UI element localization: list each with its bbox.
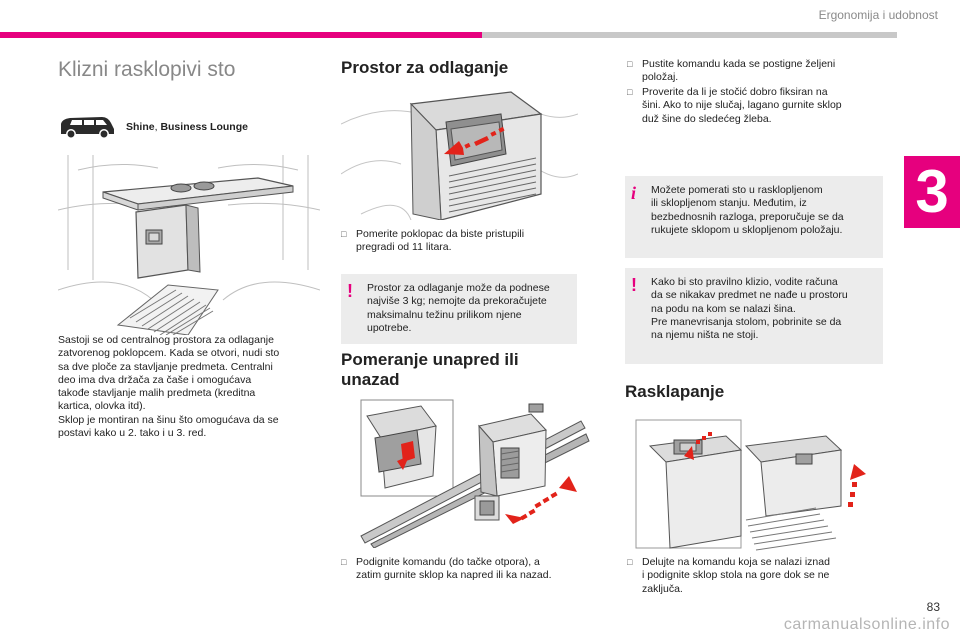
exclamation-icon: !: [347, 281, 353, 301]
van-silhouette-icon: [61, 117, 114, 139]
square-bullet-icon: □: [341, 229, 347, 239]
moving-instruction: □ Podignite komandu (do tačke otpora), a…: [341, 556, 552, 582]
section-title: Ergonomija i udobnost: [818, 8, 938, 22]
model-names: Shine, Business Lounge: [126, 121, 248, 133]
slide-mechanism-illustration: [341, 396, 591, 548]
storage-heading: Prostor za odlaganje: [341, 58, 509, 77]
watermark: carmanualsonline.info: [783, 616, 950, 633]
chapter-number: 3: [904, 156, 960, 228]
rail-warning-box: ! Kako bi sto pravilno klizio, vodite ra…: [625, 268, 883, 364]
storage-compartment-illustration: [341, 84, 578, 220]
storage-instruction: □ Pomerite poklopac da biste pristupili …: [341, 228, 525, 254]
exclamation-icon: !: [631, 275, 637, 295]
header-accent-bar: [0, 32, 482, 38]
release-instruction: □ Pustite komandu kada se postigne želje…: [627, 58, 836, 84]
info-icon: i: [631, 183, 637, 203]
page-number: 83: [926, 600, 940, 614]
header-gray-bar: [482, 32, 897, 38]
unfold-lever-illustration: [626, 416, 880, 552]
table-overview-illustration: [58, 150, 320, 335]
page-title: Klizni rasklopivi sto: [58, 58, 236, 81]
check-fixed-instruction: □ Proverite da li je stočić dobro fiksir…: [627, 86, 842, 125]
description-paragraph: Sastoji se od centralnog prostora za odl…: [58, 334, 280, 440]
square-bullet-icon: □: [627, 557, 633, 567]
model-availability: Shine, Business Lounge: [58, 114, 248, 140]
storage-warning-box: ! Prostor za odlaganje može da podnese n…: [341, 274, 577, 344]
square-bullet-icon: □: [341, 557, 347, 567]
square-bullet-icon: □: [627, 87, 633, 97]
unfold-instruction: □ Delujte na komandu koja se nalazi izna…: [627, 556, 830, 595]
info-box: i Možete pomerati sto u rasklopljenom il…: [625, 176, 883, 258]
moving-heading: Pomeranje unapred ili unazad: [341, 350, 519, 389]
square-bullet-icon: □: [627, 59, 633, 69]
unfolding-heading: Rasklapanje: [625, 382, 725, 401]
